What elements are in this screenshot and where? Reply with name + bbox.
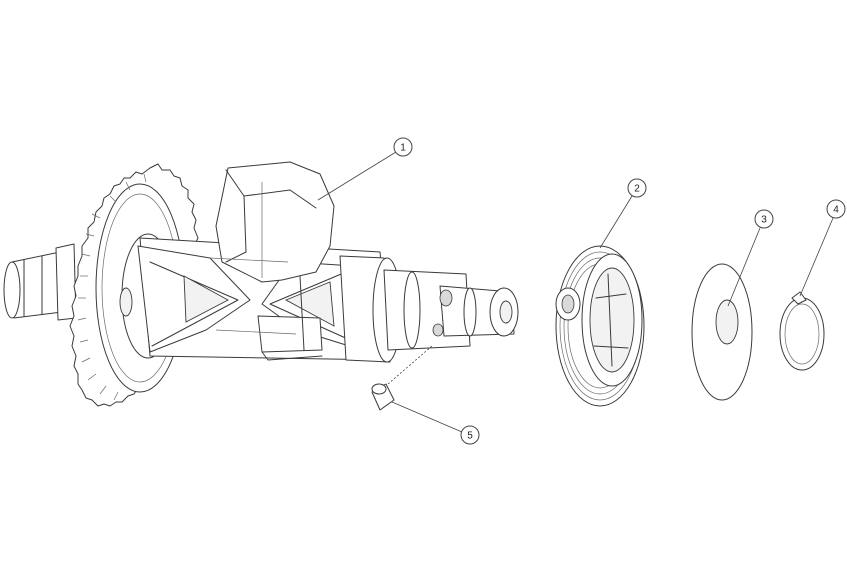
left-stub-shaft [3,243,77,321]
camshaft-body [137,161,519,363]
callout-4 [826,199,846,219]
camshaft-assembly [3,161,519,407]
callout-2-label: 2 [634,184,640,195]
callout-3-label: 3 [761,215,767,226]
callout-5-label: 5 [467,431,473,442]
cap-part [555,245,645,407]
callout-4-label: 4 [833,205,839,216]
callouts: 1 2 3 4 5 [317,137,846,445]
callout-2 [627,178,647,198]
washer [691,263,753,401]
callout-1-label: 1 [400,143,406,154]
callout-5 [460,425,480,445]
callout-1 [393,137,413,157]
retaining-ring [779,291,825,371]
callout-3 [754,209,774,229]
pin [371,345,433,411]
